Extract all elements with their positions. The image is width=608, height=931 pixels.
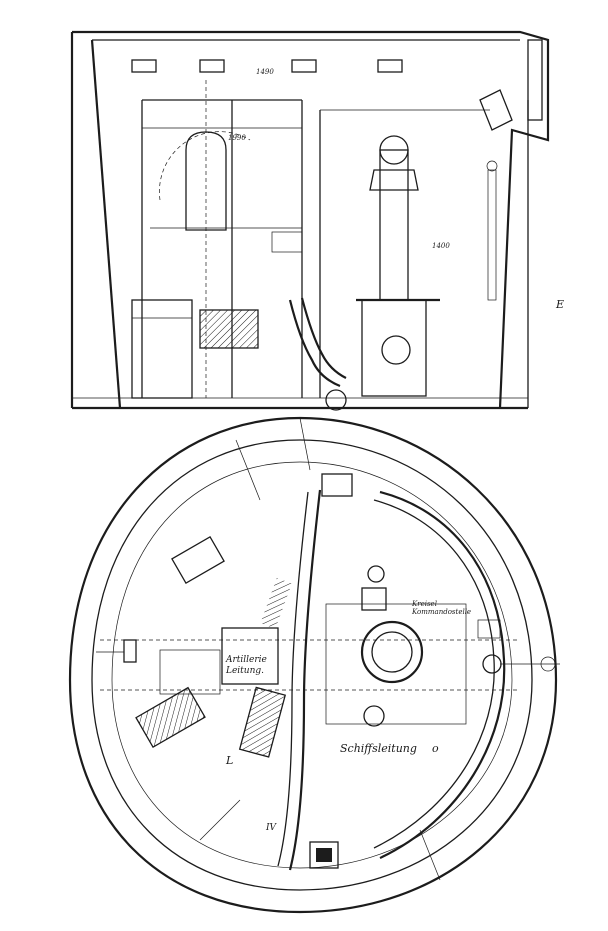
fire-control-table — [221, 627, 279, 685]
steering-column — [379, 149, 409, 301]
compass-binnacle — [361, 587, 387, 611]
rangefinder-housing — [185, 131, 227, 231]
column-head — [369, 169, 419, 191]
plotting-table — [159, 649, 221, 695]
left-armour-wall-inner — [90, 39, 122, 409]
repeater-compass — [482, 654, 502, 674]
vision-slit — [131, 59, 157, 73]
roof-outer — [72, 30, 550, 100]
sight-port — [540, 656, 556, 672]
leader-line — [199, 799, 241, 841]
bridge-frame — [325, 603, 467, 725]
hatched-bench — [136, 687, 205, 748]
plan-mark-iv: IV — [265, 823, 278, 833]
telegraph-stand — [363, 705, 385, 727]
pipe-elbow — [325, 389, 347, 411]
sectional-elevation: 1990 1490 1400 E — [70, 30, 564, 411]
side-mark: E — [555, 298, 564, 311]
plan-mark-o: o — [432, 742, 439, 755]
compass-icon — [367, 565, 385, 583]
elevation-note: 1990 — [228, 134, 246, 142]
plan-view: Artillerie Leitung. Kreisel Kommandostel… — [68, 416, 560, 914]
left-sight — [123, 639, 137, 663]
right-armour-wall — [498, 100, 550, 409]
periscope-head — [479, 89, 513, 131]
inner-lining — [111, 461, 513, 869]
elevation-note: 1490 — [256, 68, 274, 76]
steering-station-ring — [360, 620, 424, 684]
chart-table — [171, 535, 225, 585]
periscope-eyepiece — [379, 135, 409, 165]
steering-pedestal — [361, 299, 427, 397]
armour-ring-inner — [91, 439, 533, 891]
leader-line — [419, 829, 441, 881]
gear-rail — [379, 490, 506, 859]
hatched-console — [260, 578, 292, 629]
right-telescope — [487, 169, 497, 301]
gear-rail-inner — [373, 499, 495, 849]
kreisel-label-line2: Kommandostelle — [411, 608, 471, 616]
torpedo-console-top — [321, 473, 353, 497]
equipment-cabinet — [131, 299, 193, 399]
vision-slit — [199, 59, 225, 73]
hatched-console — [200, 310, 258, 348]
vision-slit — [291, 59, 317, 73]
leader-line — [235, 439, 261, 501]
instrument-box — [271, 231, 303, 253]
voice-pipe-outer — [288, 299, 341, 388]
vision-slit — [377, 59, 403, 73]
periscope-shaft — [527, 39, 543, 121]
elevation-note: 1400 — [432, 242, 450, 250]
plan-mark-l: L — [225, 754, 233, 767]
artillerie-label-line2: Leitung. — [225, 666, 264, 676]
artillerie-label-line1: Artillerie — [225, 655, 267, 665]
telescope-cap — [486, 160, 498, 172]
hatched-console-outline — [199, 309, 259, 349]
partition-wall — [288, 489, 322, 871]
hatched-bench-outline — [135, 686, 206, 749]
hatched-bench — [239, 687, 286, 757]
leader-line — [299, 417, 311, 471]
schiffsleitung-label: Schiffsleitung — [340, 742, 417, 755]
partition-wall-inner — [277, 491, 309, 867]
pedestal-porthole — [381, 335, 411, 365]
armour-ring-outer — [68, 416, 558, 914]
console-fill — [316, 848, 332, 862]
kreisel-label-line1: Kreisel — [411, 600, 437, 608]
voice-pipe-inner — [300, 297, 347, 379]
torpedo-console-bottom — [309, 841, 339, 869]
steering-wheel — [371, 631, 413, 673]
hatched-bench-outline — [238, 686, 287, 758]
